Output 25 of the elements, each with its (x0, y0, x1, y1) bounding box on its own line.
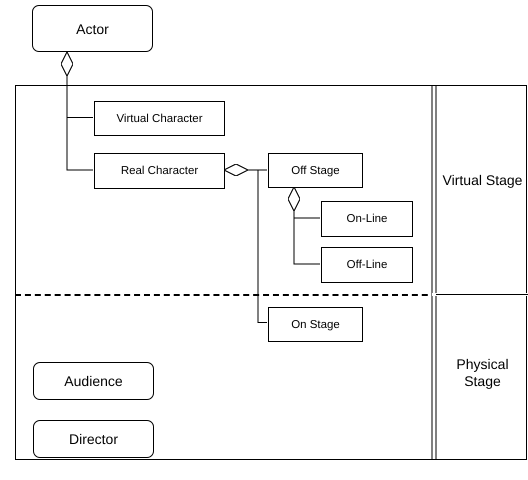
class-box (94, 101, 225, 136)
node-label: Virtual Character (116, 112, 203, 124)
class-box (268, 153, 363, 188)
node-label: On-Line (346, 213, 388, 225)
aggregation-line (60, 52, 94, 170)
node-label: Real Character (120, 165, 198, 177)
stage-region (15, 85, 527, 294)
node-label: Audience (64, 373, 123, 389)
node-label: Off-Line (346, 259, 388, 271)
node-label: On Stage (291, 318, 340, 330)
aggregation-line (224, 164, 268, 323)
class-box (321, 247, 413, 283)
node-label: Off Stage (291, 164, 340, 176)
node-label: Actor (76, 20, 109, 36)
actor-box (33, 420, 154, 458)
class-box (94, 153, 225, 189)
actor-box (33, 362, 154, 400)
class-box (268, 307, 363, 342)
class-box (321, 201, 413, 237)
actor-box (32, 5, 153, 52)
aggregation-line (288, 186, 320, 264)
node-label: Director (68, 431, 118, 447)
stage-region (15, 294, 527, 460)
region-heading: Physical Stage (455, 356, 510, 390)
region-heading: Virtual Stage (442, 172, 524, 189)
